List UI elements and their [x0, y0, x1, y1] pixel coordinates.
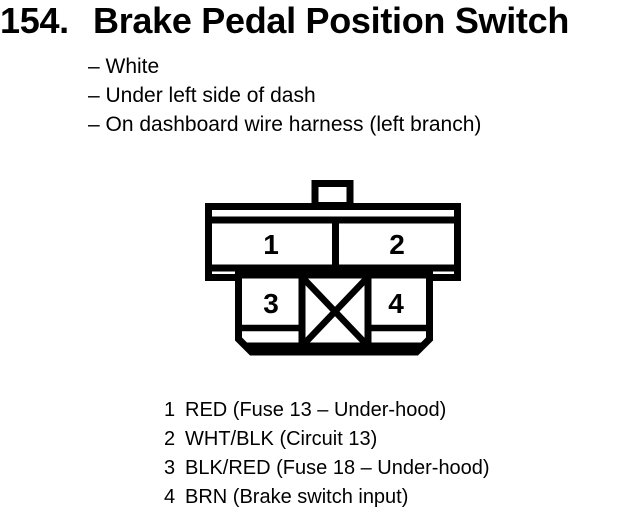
legend-pin-number: 4 [164, 486, 176, 508]
pin-cavity-label-4: 4 [388, 288, 404, 319]
legend-row: 1 RED (Fuse 13 – Under-hood) [164, 396, 490, 425]
legend-row: 2 WHT/BLK (Circuit 13) [164, 425, 490, 454]
page-title: 154. Brake Pedal Position Switch [0, 0, 624, 42]
notes-list: – White – Under left side of dash – On d… [88, 52, 481, 139]
section-title: Brake Pedal Position Switch [93, 0, 570, 41]
legend-pin-number: 3 [164, 457, 176, 479]
blocked-cavity-x-icon [301, 276, 369, 347]
pin-cavity-label-1: 1 [263, 229, 279, 260]
legend-pin-number: 2 [164, 428, 176, 450]
connector-diagram: 1 2 3 4 [205, 180, 461, 356]
section-number: 154. [0, 0, 69, 41]
pin-cavity-label-3: 3 [263, 288, 279, 319]
legend-pin-description: RED (Fuse 13 – Under-hood) [185, 399, 447, 421]
pin-cavity-label-2: 2 [389, 229, 405, 260]
legend-pin-description: BRN (Brake switch input) [185, 486, 409, 508]
pin-legend: 1 RED (Fuse 13 – Under-hood) 2 WHT/BLK (Ci… [164, 396, 490, 512]
note-line: – White [88, 55, 160, 78]
legend-row: 4 BRN (Brake switch input) [164, 483, 490, 512]
legend-pin-description: WHT/BLK (Circuit 13) [185, 428, 378, 450]
note-line: – Under left side of dash [88, 84, 316, 107]
legend-pin-description: BLK/RED (Fuse 18 – Under-hood) [185, 457, 490, 479]
connector-lock-tab [311, 180, 354, 209]
legend-pin-number: 1 [164, 399, 176, 421]
note-line: – On dashboard wire harness (left branch… [88, 113, 482, 136]
legend-row: 3 BLK/RED (Fuse 18 – Under-hood) [164, 454, 490, 483]
